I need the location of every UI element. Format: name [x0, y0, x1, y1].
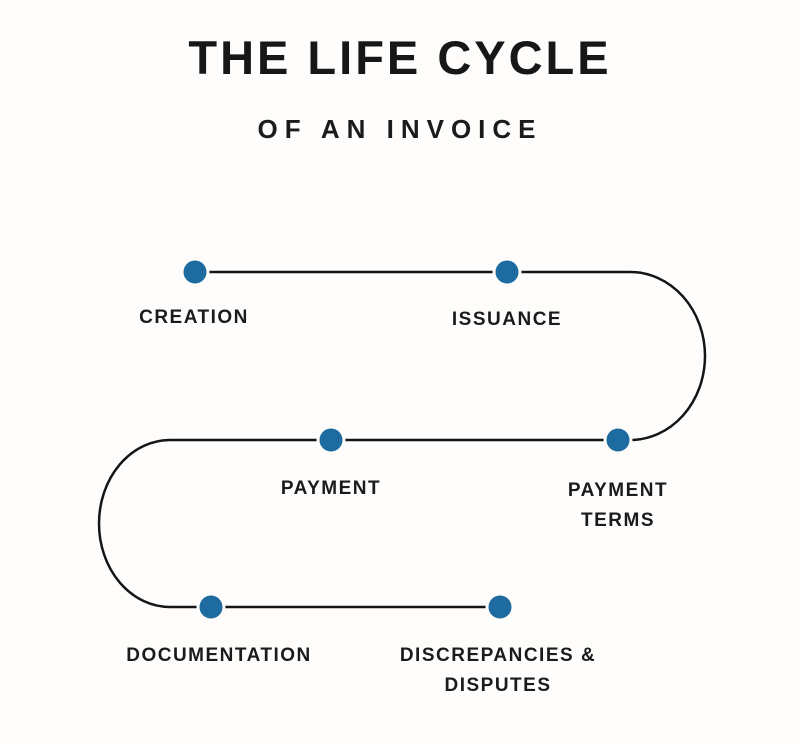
- node-creation: [180, 257, 210, 287]
- node-documentation: [196, 592, 226, 622]
- step-label-line: PAYMENT: [280, 478, 382, 499]
- step-label-payment: PAYMENT: [281, 474, 381, 504]
- page-title: THE LIFE CYCLE: [188, 31, 612, 84]
- step-label-documentation: DOCUMENTATION: [126, 641, 312, 671]
- step-label-line: CREATION: [139, 307, 249, 328]
- step-label-line: PAYMENT: [567, 480, 669, 501]
- node-payment: [316, 425, 346, 455]
- step-label-line: DISCREPANCIES &: [399, 645, 597, 666]
- node-discrepancies-disputes: [485, 592, 515, 622]
- node-payment-terms: [603, 425, 633, 455]
- step-label-discrepancies-disputes: DISCREPANCIES & DISPUTES: [400, 641, 596, 701]
- step-label-line: DISPUTES: [444, 675, 552, 696]
- step-label-line: DOCUMENTATION: [126, 645, 312, 666]
- step-label-creation: CREATION: [139, 303, 249, 333]
- step-label-line: TERMS: [581, 510, 655, 531]
- node-issuance: [492, 257, 522, 287]
- step-label-line: ISSUANCE: [451, 309, 563, 330]
- step-label-payment-terms: PAYMENT TERMS: [568, 476, 668, 536]
- page-subtitle: OF AN INVOICE: [257, 114, 543, 144]
- step-label-issuance: ISSUANCE: [452, 305, 562, 335]
- flow-path: [97, 270, 707, 609]
